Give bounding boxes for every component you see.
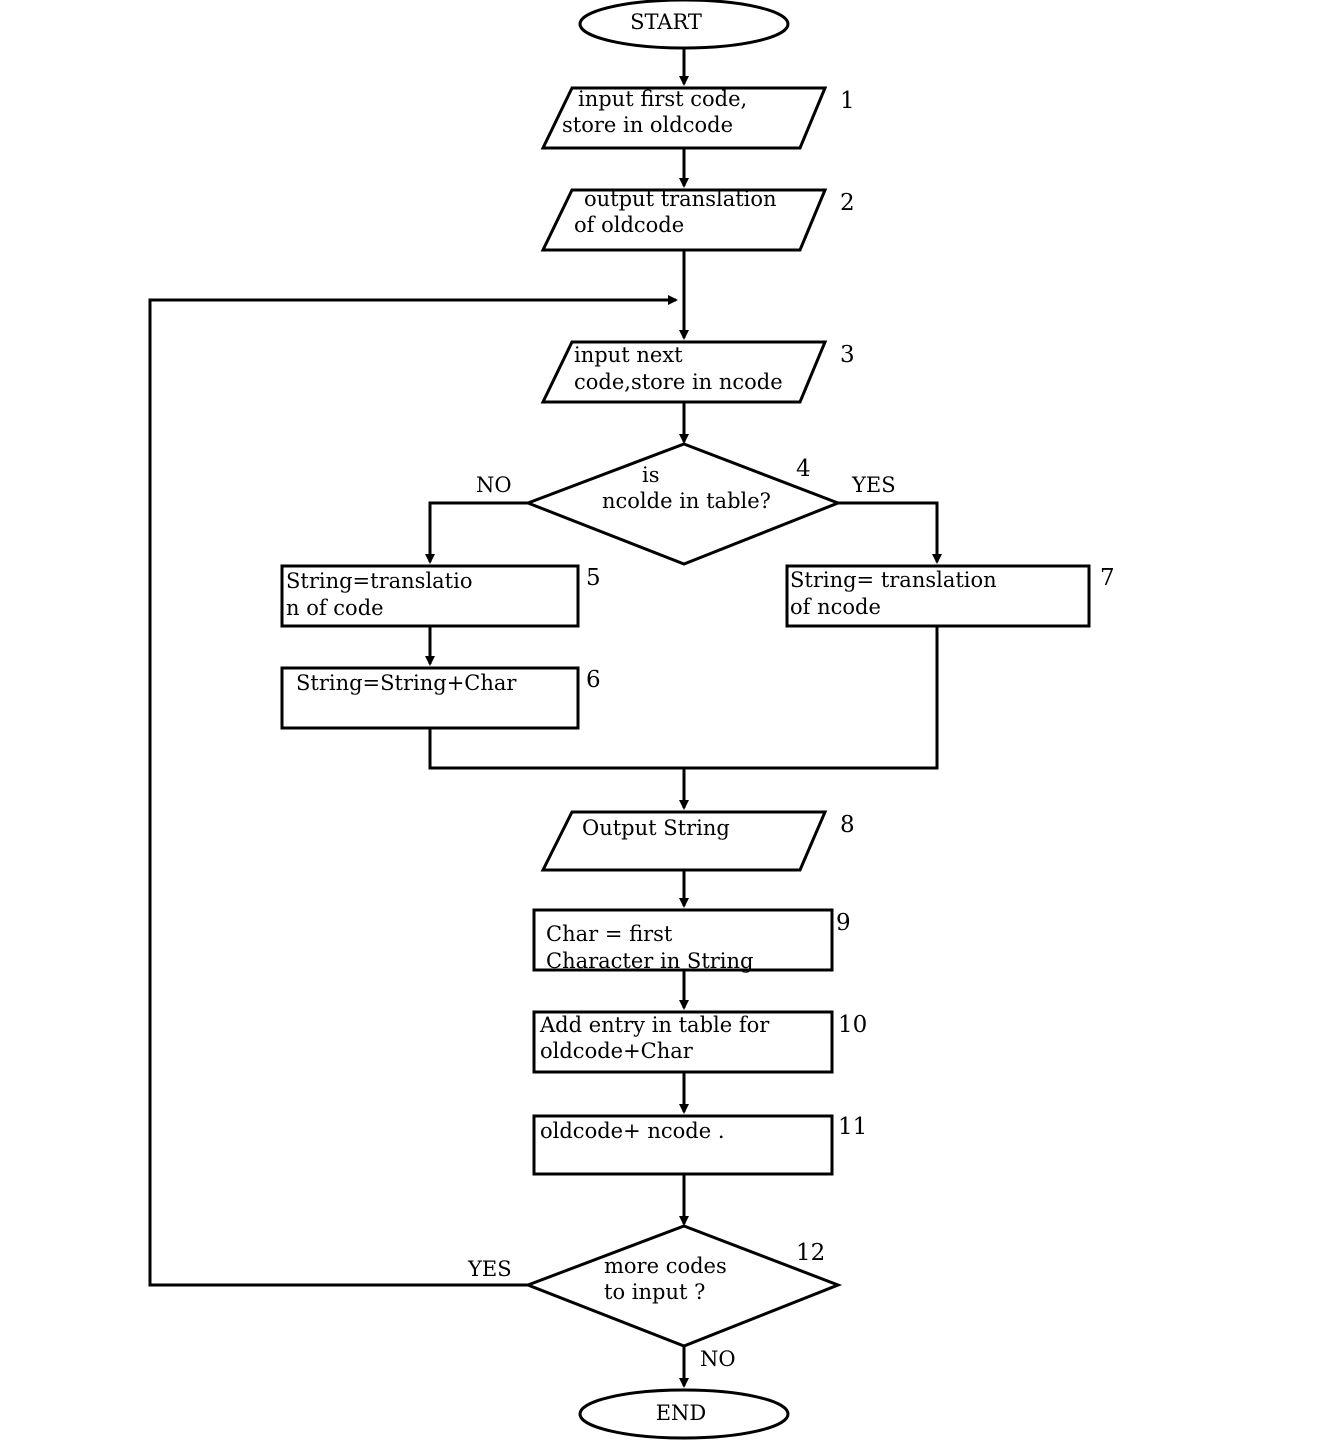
start-terminal — [578, 0, 790, 50]
step-11-text-line-1: oldcode+ ncode . — [540, 1119, 725, 1143]
step-8-output-box — [540, 810, 828, 872]
step-10-text-line-2: oldcode+Char — [540, 1039, 694, 1063]
step-5-text-line-2: n of code — [286, 596, 384, 620]
step-7-text-line-2: of ncode — [790, 595, 881, 619]
step-6-number: 6 — [586, 667, 601, 693]
step-3-text-line-1: input next — [574, 343, 683, 367]
step-5-text-line-1: String=translatio — [286, 569, 472, 593]
step-12-decision — [523, 1224, 843, 1348]
step-11-number: 11 — [838, 1114, 867, 1140]
step-12-text-line-2: to input ? — [604, 1280, 705, 1304]
connector-4-no-to-5 — [425, 501, 528, 564]
step-4-no-label: NO — [476, 473, 512, 497]
step-1-text-line-1: input first code, — [578, 87, 747, 111]
step-6-text-line-1: String=String+Char — [296, 671, 517, 695]
step-7-process-box — [785, 564, 1091, 628]
start-label: START — [630, 10, 702, 34]
step-3-text-line-2: code,store in ncode — [574, 370, 783, 394]
step-4-decision — [523, 442, 843, 566]
step-12-number: 12 — [796, 1240, 825, 1266]
step-10-text-line-1: Add entry in table for — [539, 1013, 770, 1037]
step-12-text-line-1: more codes — [604, 1254, 727, 1278]
step-3-number: 3 — [840, 342, 855, 368]
end-label: END — [656, 1401, 707, 1425]
step-1-text-line-2: store in oldcode — [562, 113, 733, 137]
step-4-yes-label: YES — [851, 473, 896, 497]
step-4-text-line-2: ncolde in table? — [602, 489, 771, 513]
step-2-text-line-1: output translation — [584, 187, 777, 211]
step-2-output-box — [540, 188, 828, 252]
step-9-process-box — [532, 908, 834, 972]
step-7-number: 7 — [1100, 565, 1115, 591]
step-1-input-box — [540, 86, 828, 150]
step-10-process-box — [532, 1010, 834, 1074]
step-10-number: 10 — [838, 1012, 867, 1038]
step-4-text-line-1: is — [642, 463, 660, 487]
step-9-text-line-1: Char = first — [546, 922, 673, 946]
connector-4-yes-to-7 — [838, 501, 942, 564]
step-4-number: 4 — [796, 456, 811, 482]
end-terminal — [578, 1388, 790, 1440]
step-5-process-box — [280, 564, 580, 628]
step-7-text-line-1: String= translation — [790, 568, 997, 592]
step-9-text-line-2: Character in String — [546, 949, 753, 973]
step-12-yes-label: YES — [467, 1257, 512, 1281]
step-1-number: 1 — [840, 88, 855, 114]
step-9-number: 9 — [836, 910, 851, 936]
connector-12-yes-loop — [148, 295, 678, 1287]
step-11-process-box — [532, 1114, 834, 1176]
step-2-text-line-2: of oldcode — [574, 213, 684, 237]
step-12-no-label: NO — [700, 1347, 736, 1371]
step-8-text-line-1: Output String — [582, 816, 730, 840]
step-8-number: 8 — [840, 812, 855, 838]
step-5-number: 5 — [586, 565, 601, 591]
step-2-number: 2 — [840, 190, 855, 216]
step-6-process-box — [280, 666, 580, 730]
step-3-input-box — [540, 340, 828, 404]
